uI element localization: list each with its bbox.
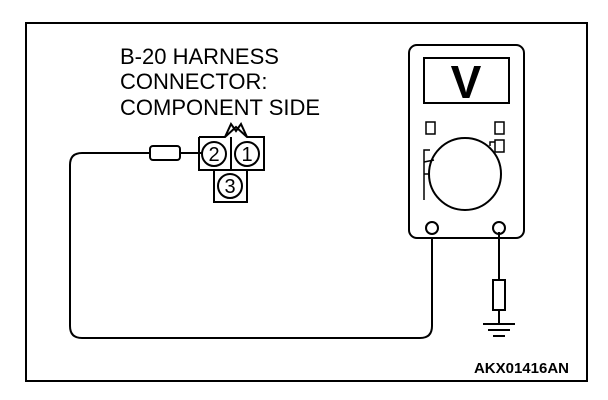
ground-probe — [492, 279, 506, 311]
voltmeter-icon: V — [408, 44, 525, 239]
figure-id: AKX01416AN — [474, 360, 569, 377]
connector-label-line-2: CONNECTOR: — [120, 69, 268, 94]
pin-2-label: 2 — [208, 144, 219, 166]
probe-lead-wire — [69, 152, 433, 339]
figure-frame — [25, 22, 588, 382]
pin-3: 3 — [217, 173, 243, 199]
connector-label: B-20 HARNESS CONNECTOR: COMPONENT SIDE — [120, 44, 320, 120]
ground-lead — [492, 232, 506, 324]
meter-display-symbol: V — [451, 56, 482, 108]
connector-label-line-1: B-20 HARNESS — [120, 44, 279, 69]
meter-switch-right-upper — [494, 121, 505, 135]
connector-label-line-3: COMPONENT SIDE — [120, 95, 320, 120]
meter-switch-left — [425, 121, 436, 135]
meter-selector-dial — [428, 137, 502, 211]
meter-jack-positive — [425, 221, 439, 235]
connector-icon: 2 1 3 — [198, 122, 265, 203]
probe-icon — [149, 145, 202, 161]
meter-display — [423, 57, 510, 104]
meter-switch-right-lower — [494, 139, 505, 153]
pin-1: 1 — [234, 141, 260, 167]
ground-icon — [483, 323, 515, 337]
pin-1-label: 1 — [241, 144, 252, 166]
pin-2: 2 — [201, 141, 227, 167]
pin-3-label: 3 — [224, 176, 235, 198]
